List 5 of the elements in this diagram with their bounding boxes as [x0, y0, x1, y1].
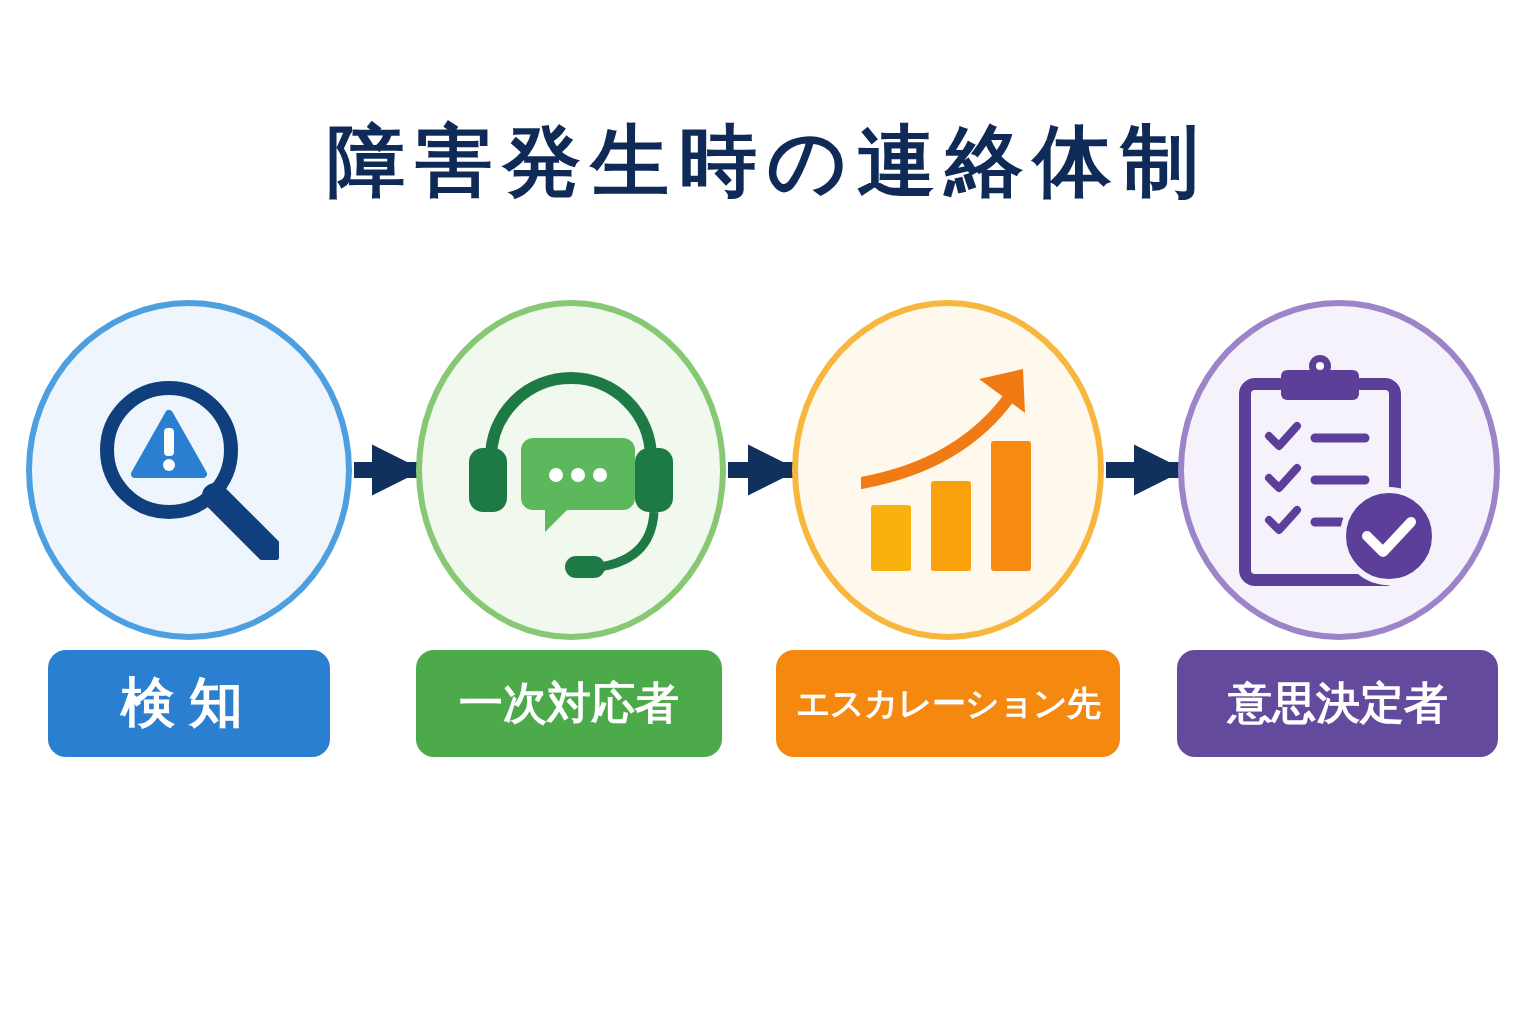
title: 障害発生時の連絡体制 [326, 115, 1210, 208]
step-label: 意思決定者 [1177, 650, 1498, 757]
step-label: 一次対応者 [416, 650, 722, 757]
step-label: 検知 [48, 650, 330, 757]
step-label: エスカレーション先 [776, 650, 1120, 757]
